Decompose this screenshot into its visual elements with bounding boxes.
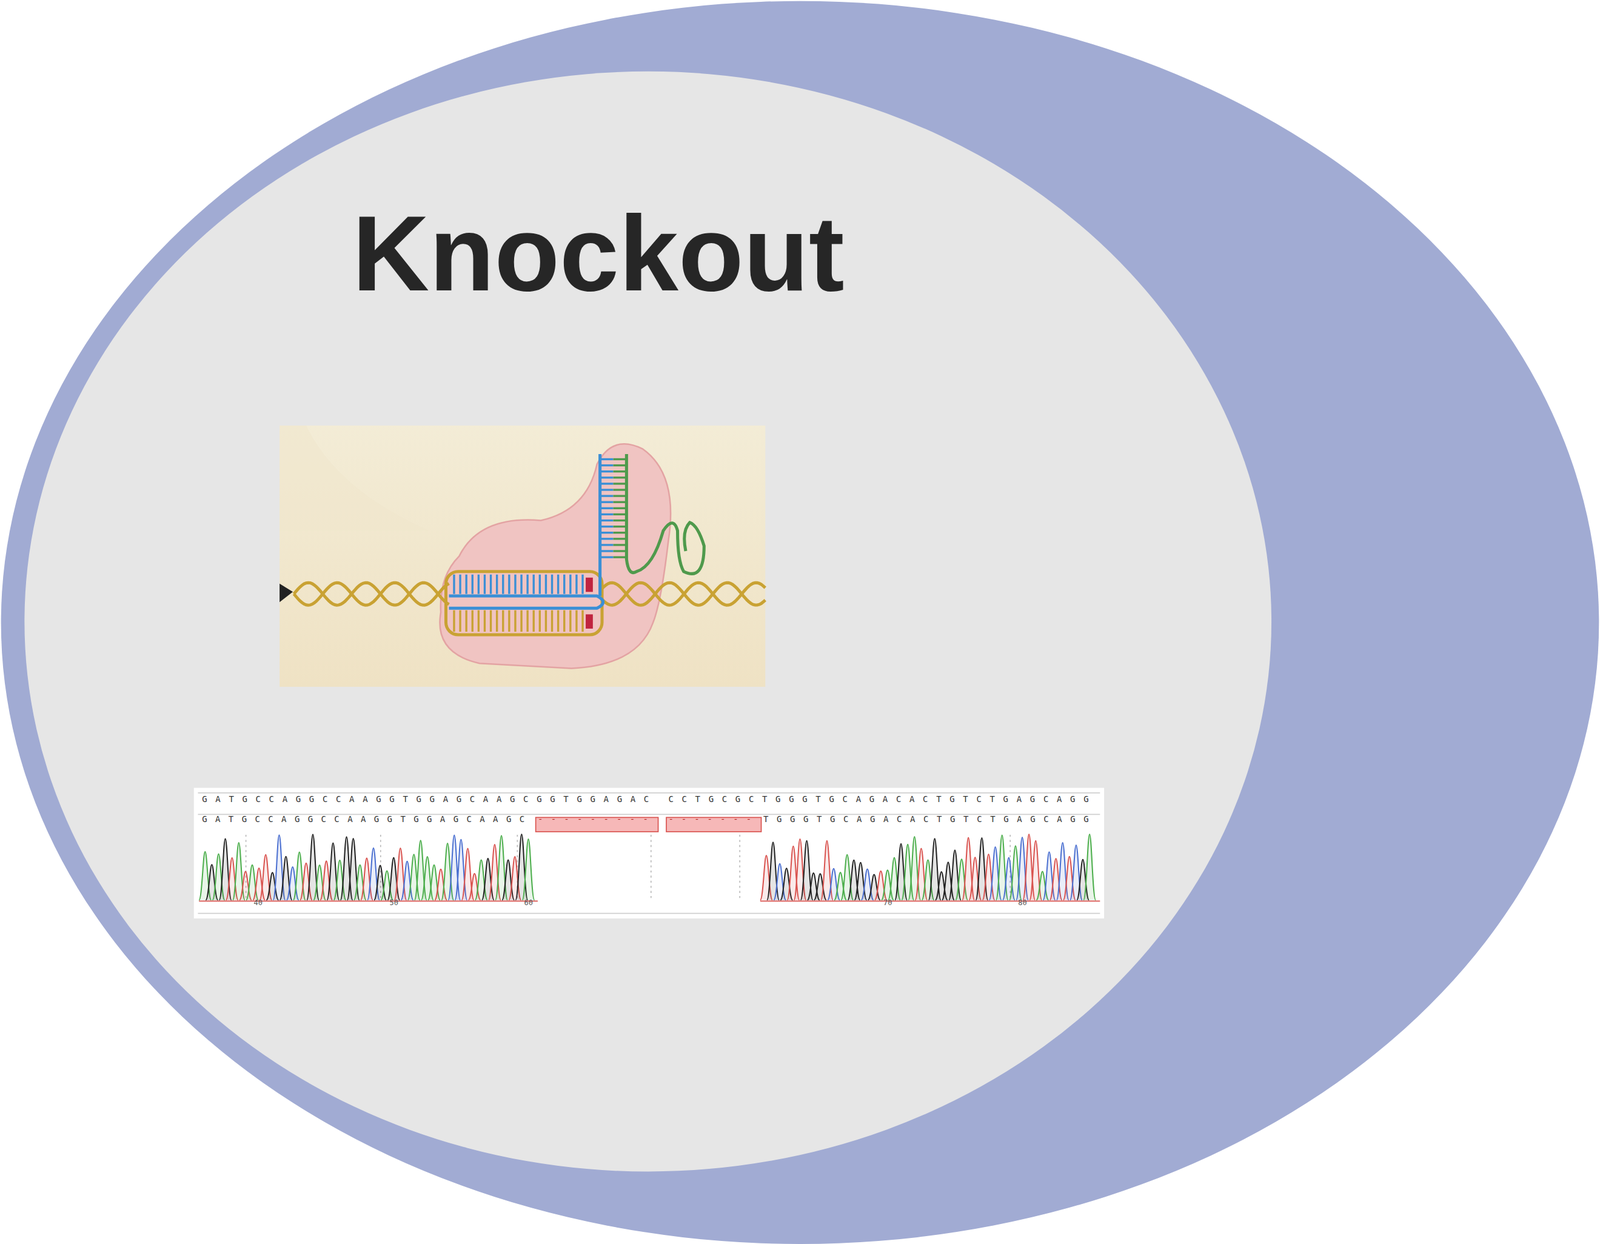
inner-ellipse <box>24 71 1272 1172</box>
crispr-illustration <box>279 425 766 687</box>
sequence-text: GATGCCAGGCCAAGGTGGAGCAAGCGGTGGAGAC <box>201 794 658 804</box>
sequence-text: TGGGTGCAGACACTGTCTGAGCAGG <box>763 814 1097 824</box>
chromatogram <box>194 788 1105 919</box>
sequence-text: CCTGCGCTGGGTGCAGACACTGTCTGAGCAGG <box>668 794 1097 804</box>
title: Knockout <box>352 200 845 307</box>
deletion-gap: ------- <box>668 814 760 824</box>
deletion-gap: --------- <box>537 814 657 824</box>
axis-number: 70 <box>883 899 892 907</box>
axis-number: 40 <box>254 899 263 907</box>
axis-number: 80 <box>1017 899 1027 907</box>
axis-number: 50 <box>389 899 398 907</box>
sequence-text: GATGCCAGGCCAAGGTGGAGCAAGC <box>201 814 533 824</box>
axis-number: 60 <box>524 899 533 907</box>
